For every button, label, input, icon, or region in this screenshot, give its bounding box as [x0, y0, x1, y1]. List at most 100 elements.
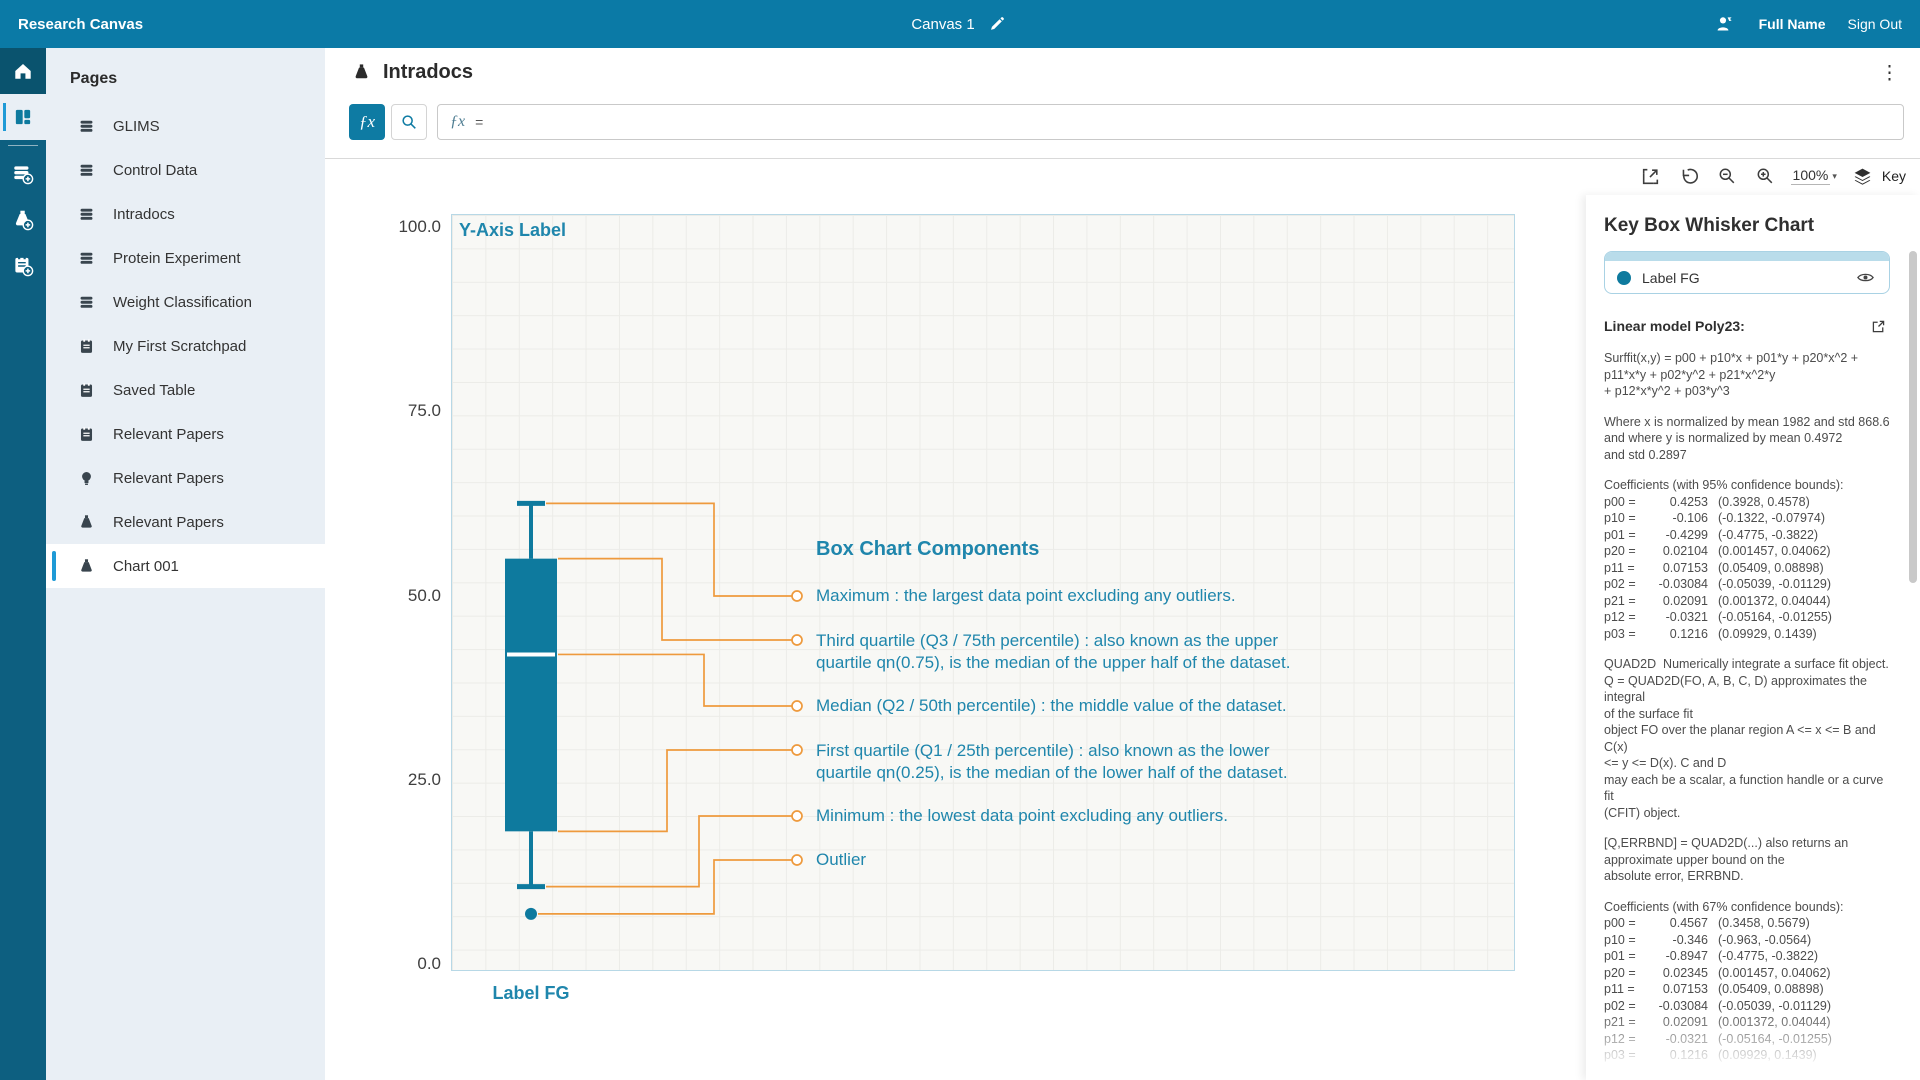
sidebar-item-label: Intradocs [113, 205, 175, 223]
annotation-outlier: Outlier [816, 850, 867, 869]
canvas-grid-icon [11, 105, 35, 129]
formula-fx-prefix: ƒx [450, 113, 466, 130]
coefficient-row: p02 =-0.03084(-0.05039, -0.01129) [1604, 577, 1832, 591]
sidebar-item-label: My First Scratchpad [113, 337, 247, 355]
key-panel: Key Box Whisker Chart Label FG Linear mo… [1586, 195, 1920, 1080]
legend-card-header [1605, 252, 1889, 261]
rail-divider [8, 145, 38, 146]
sidebar-item-weight-classification-4[interactable]: Weight Classification [46, 280, 325, 324]
rail-item-add-experiment[interactable] [0, 197, 46, 243]
topbar: Research Canvas Canvas 1 Full Name Sign … [0, 0, 1920, 48]
database-icon [74, 114, 98, 138]
coefficient-row: p12 =-0.0321(-0.05164, -0.01255) [1604, 1031, 1832, 1046]
layers-icon [1851, 164, 1875, 188]
edit-canvas-name-icon[interactable] [985, 12, 1009, 36]
sidebar-item-label: Saved Table [113, 381, 196, 399]
database-icon [74, 290, 98, 314]
add-database-icon [11, 162, 35, 186]
sidebar-item-saved-table-6[interactable]: Saved Table [46, 368, 325, 412]
sidebar-item-control-data-1[interactable]: Control Data [46, 148, 325, 192]
formula-bar: ƒx [437, 104, 1904, 140]
text-block: Surffit(x,y) = p00 + p10*x + p01*y + p20… [1604, 351, 1859, 398]
lightbulb-icon [74, 466, 98, 490]
coefficient-row: p10 =-0.346(-0.963, -0.0564) [1604, 932, 1812, 947]
rail-item-add-data[interactable] [0, 151, 46, 197]
series-label: Label FG [1642, 269, 1700, 286]
sidebar-item-glims-0[interactable]: GLIMS [46, 104, 325, 148]
canvas-title: Canvas 1 [911, 15, 975, 33]
key-panel-title: Key Box Whisker Chart [1604, 215, 1815, 236]
database-icon [74, 246, 98, 270]
rail-item-add-note[interactable] [0, 243, 46, 289]
database-icon [74, 158, 98, 182]
page-title: Intradocs [383, 60, 474, 83]
text-block: [Q,ERRBND] = QUAD2D(...) also returns an… [1604, 836, 1849, 883]
annotation-q3: Third quartile (Q3 / 75th percentile) : … [816, 631, 1291, 672]
page-menu-kebab-icon[interactable]: ⋮ [1880, 63, 1899, 84]
notepad-icon [74, 334, 98, 358]
panel-scrollbar[interactable] [1909, 251, 1917, 583]
sidebar-item-label: Protein Experiment [113, 249, 241, 267]
coefficients-block: Coefficients (with 95% confidence bounds… [1604, 477, 1890, 642]
coefficient-row: p03 =0.1216(0.09929, 0.1439) [1604, 626, 1817, 641]
sidebar-item-label: Relevant Papers [113, 425, 224, 443]
text-block: QUAD2D Numerically integrate a surface f… [1604, 657, 1889, 820]
y-tick-label: 100.0 [398, 217, 441, 236]
formula-input[interactable] [475, 114, 1891, 130]
coefficient-row: p00 =0.4253(0.3928, 0.4578) [1604, 494, 1810, 509]
zoom-level-dropdown[interactable]: 100% ▾ [1790, 167, 1837, 185]
add-flask-icon [11, 208, 35, 232]
fit-to-screen-icon[interactable] [1639, 164, 1663, 188]
notepad-icon [74, 378, 98, 402]
sidebar-item-protein-experiment-3[interactable]: Protein Experiment [46, 236, 325, 280]
sidebar-item-label: Relevant Papers [113, 513, 224, 531]
flask-icon [74, 510, 98, 534]
coefficients-block: Coefficients (with 67% confidence bounds… [1604, 899, 1890, 1064]
annotation-maximum: Maximum : the largest data point excludi… [816, 586, 1236, 605]
rail-item-home[interactable] [0, 48, 46, 94]
coefficient-row: p01 =-0.8947(-0.4775, -0.3822) [1604, 949, 1819, 963]
sidebar-item-relevant-papers-8[interactable]: Relevant Papers [46, 456, 325, 500]
user-icon[interactable] [1713, 12, 1737, 36]
coefficient-row: p21 =0.02091(0.001372, 0.04044) [1604, 1015, 1831, 1029]
legend-card[interactable]: Label FG [1604, 251, 1890, 294]
zoom-out-icon[interactable] [1715, 164, 1739, 188]
annotation-median: Median (Q2 / 50th percentile) : the midd… [816, 696, 1287, 715]
chart-toolbar: 100% ▾ Key [1639, 159, 1906, 193]
notepad-icon [74, 422, 98, 446]
sidebar-item-label: GLIMS [113, 117, 160, 135]
sidebar-item-relevant-papers-7[interactable]: Relevant Papers [46, 412, 325, 456]
sidebar-item-label: Weight Classification [113, 293, 252, 311]
key-toggle[interactable]: Key [1851, 164, 1906, 188]
reset-view-icon[interactable] [1677, 164, 1701, 188]
coefficient-row: p12 =-0.0321(-0.05164, -0.01255) [1604, 610, 1832, 624]
y-tick-label: 75.0 [407, 401, 441, 421]
signout-link[interactable]: Sign Out [1847, 16, 1902, 32]
sidebar-item-label: Relevant Papers [113, 469, 224, 487]
coefficient-row: p11 =0.07153(0.05409, 0.08898) [1604, 560, 1824, 575]
search-icon [397, 110, 421, 134]
fx-mode-button[interactable]: ƒx [349, 104, 385, 140]
user-name[interactable]: Full Name [1758, 16, 1826, 32]
annotations-heading: Box Chart Components [816, 538, 1040, 560]
coefficient-row: p03 =0.1216(0.09929, 0.1439) [1604, 1048, 1817, 1062]
text-block: Where x is normalized by mean 1982 and s… [1604, 414, 1890, 462]
search-button[interactable] [391, 104, 427, 140]
y-axis-label: Y-Axis Label [459, 220, 567, 240]
open-external-icon[interactable] [1866, 314, 1890, 338]
eye-icon[interactable] [1853, 266, 1877, 290]
sidebar-item-relevant-papers-9[interactable]: Relevant Papers [46, 500, 325, 544]
add-notepad-icon [11, 254, 35, 278]
sidebar-item-label: Control Data [113, 161, 198, 179]
rail-item-canvas[interactable] [0, 94, 46, 140]
coefficient-row: p01 =-0.4299(-0.4775, -0.3822) [1604, 527, 1819, 542]
flask-icon [349, 60, 373, 84]
coefficient-row: p02 =-0.03084(-0.05039, -0.01129) [1604, 998, 1832, 1013]
app-title: Research Canvas [18, 15, 144, 33]
sidebar-item-chart-001-10[interactable]: Chart 001 [46, 544, 325, 588]
zoom-in-icon[interactable] [1753, 164, 1777, 188]
sidebar-item-my-first-scratchpad-5[interactable]: My First Scratchpad [46, 324, 325, 368]
sidebar-item-intradocs-2[interactable]: Intradocs [46, 192, 325, 236]
